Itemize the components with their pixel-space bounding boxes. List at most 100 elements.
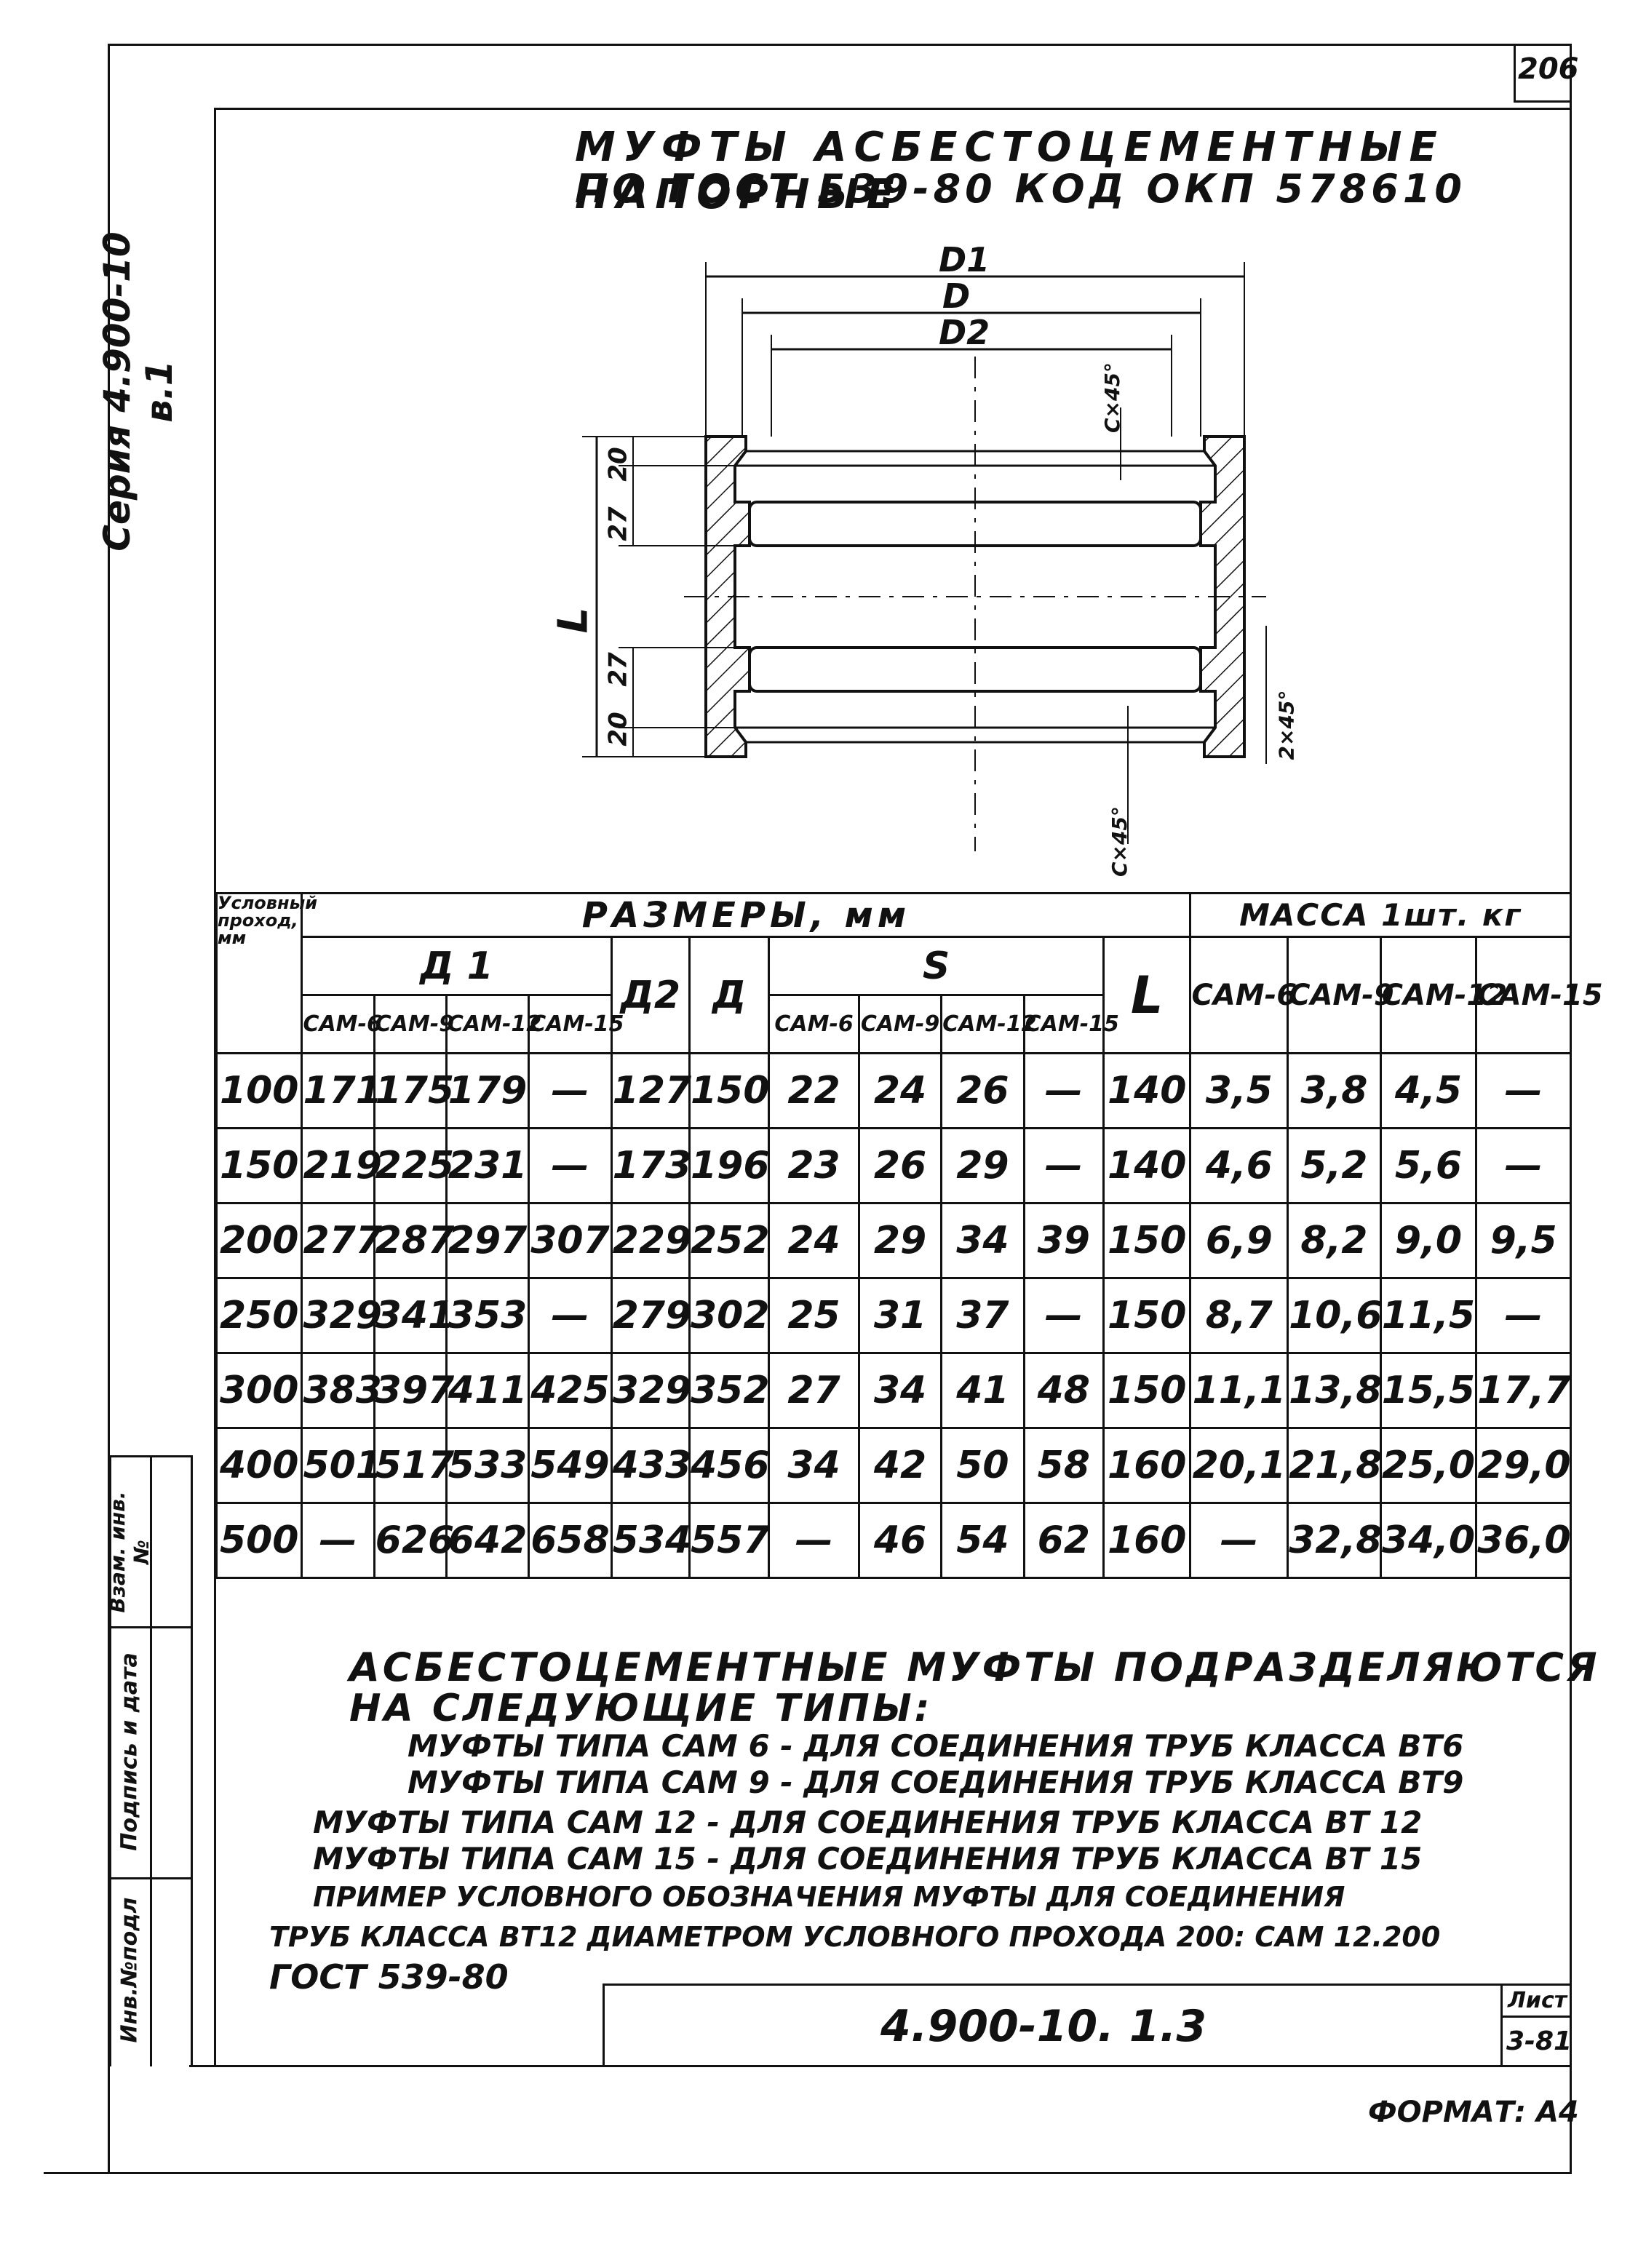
table-cell: 534 xyxy=(610,1502,691,1579)
table-cell: — xyxy=(1022,1277,1105,1354)
note-line-7: труб класса ВТ12 диаметром условного про… xyxy=(269,1921,1441,1953)
table-cell: — xyxy=(1189,1502,1289,1579)
side-stamp-div1 xyxy=(109,1455,193,1457)
table-cell: 150 xyxy=(688,1052,771,1129)
outer-frame-right xyxy=(1570,44,1572,2172)
table-cell: 173 xyxy=(610,1127,691,1204)
table-cell: 24 xyxy=(768,1202,860,1279)
note-line-8: ГОСТ 539-80 xyxy=(269,1957,509,1997)
table-cell: — xyxy=(1475,1127,1572,1204)
note-line-4: муфты типа САМ 12 - для соединения труб … xyxy=(313,1805,1423,1840)
mass-sub-1: САМ-9 xyxy=(1287,936,1394,1054)
dim-20b-label: 20 xyxy=(603,712,633,747)
table-cell: 140 xyxy=(1102,1127,1192,1204)
table-cell: — xyxy=(1475,1052,1572,1129)
coupling-drawing xyxy=(582,262,1267,851)
spec-table: Условный проход, мм РАЗМЕРЫ, мм МАССА 1ш… xyxy=(215,892,1603,1579)
header-nominal-text: Условный проход, мм xyxy=(218,893,318,948)
table-cell: 25 xyxy=(768,1277,860,1354)
table-cell: 3,5 xyxy=(1189,1052,1289,1129)
s-sub-1: САМ-9 xyxy=(857,994,943,1054)
table-cell: 411 xyxy=(445,1352,530,1429)
side-stamp-right xyxy=(191,1455,193,2066)
table-cell: 3,8 xyxy=(1287,1052,1382,1129)
d1-sub-1: САМ-9 xyxy=(373,994,454,1054)
series-label: Серия 4.900-10 в.1 xyxy=(96,231,180,552)
table-cell: 100 xyxy=(215,1052,303,1129)
table-cell: 34,0 xyxy=(1379,1502,1478,1579)
header-d: Д xyxy=(688,936,771,1054)
table-cell: 501 xyxy=(301,1427,382,1504)
table-cell: 353 xyxy=(445,1277,530,1354)
table-cell: 4,5 xyxy=(1379,1052,1478,1129)
side-stamp-mid xyxy=(150,1455,152,2066)
table-cell: 300 xyxy=(215,1352,303,1429)
table-cell: 352 xyxy=(688,1352,771,1429)
table-cell: 15,5 xyxy=(1379,1352,1478,1429)
dim-d-label: D xyxy=(942,276,971,316)
chamfer-bottom-label: C×45° xyxy=(1107,806,1132,877)
table-cell: 219 xyxy=(301,1127,382,1204)
table-cell: 456 xyxy=(688,1427,771,1504)
table-cell: 341 xyxy=(373,1277,454,1354)
side-stamp-div2 xyxy=(109,1626,193,1628)
table-cell: — xyxy=(768,1502,860,1579)
table-cell: 50 xyxy=(940,1427,1025,1504)
table-cell: 329 xyxy=(301,1277,382,1354)
header-mass: МАССА 1шт. кг xyxy=(1189,892,1572,938)
side-label-signature: Подпись и дата xyxy=(116,1652,143,1851)
title-line2: по ГОСТ 539-80 код ОКП 578610 xyxy=(575,166,1466,212)
header-s: S xyxy=(768,936,1105,996)
table-cell: 13,8 xyxy=(1287,1352,1382,1429)
table-cell: 5,2 xyxy=(1287,1127,1382,1204)
table-cell: 42 xyxy=(857,1427,943,1504)
header-l: L xyxy=(1102,936,1192,1054)
table-cell: 231 xyxy=(445,1127,530,1204)
table-cell: 32,8 xyxy=(1287,1502,1382,1579)
table-cell: 27 xyxy=(768,1352,860,1429)
stamp-sheet: 3-81 xyxy=(1506,2026,1573,2056)
table-cell: 48 xyxy=(1022,1352,1105,1429)
d1-sub-0: САМ-6 xyxy=(301,994,382,1054)
dim-20a-label: 20 xyxy=(603,447,633,482)
table-cell: 533 xyxy=(445,1427,530,1504)
table-cell: 26 xyxy=(940,1052,1025,1129)
s-sub-2: САМ-12 xyxy=(940,994,1037,1054)
table-cell: 200 xyxy=(215,1202,303,1279)
mass-sub-0: САМ-6 xyxy=(1189,936,1297,1054)
outer-frame-top xyxy=(109,44,1572,46)
page-number-box-bottom xyxy=(1514,100,1572,103)
table-cell: 500 xyxy=(215,1502,303,1579)
mass-sub-3: САМ-15 xyxy=(1475,936,1603,1054)
inner-frame-top xyxy=(215,108,1572,110)
d1-sub-3: САМ-15 xyxy=(528,994,624,1054)
table-cell: 433 xyxy=(610,1427,691,1504)
note-line-0: Асбестоцементные муфты подразделяются xyxy=(349,1644,1600,1690)
table-cell: 8,2 xyxy=(1287,1202,1382,1279)
mass-sub-2: САМ-12 xyxy=(1379,936,1507,1054)
table-cell: 250 xyxy=(215,1277,303,1354)
header-d2: Д2 xyxy=(610,936,691,1054)
s-sub-0: САМ-6 xyxy=(768,994,860,1054)
inner-frame-left xyxy=(214,108,216,2066)
table-cell: 160 xyxy=(1102,1427,1192,1504)
d1-sub-2: САМ-12 xyxy=(445,994,541,1054)
table-cell: 26 xyxy=(857,1127,943,1204)
table-cell: 383 xyxy=(301,1352,382,1429)
header-sizes: РАЗМЕРЫ, мм xyxy=(301,892,1192,938)
table-cell: 23 xyxy=(768,1127,860,1204)
table-cell: 279 xyxy=(610,1277,691,1354)
table-cell: 62 xyxy=(1022,1502,1105,1579)
table-cell: 5,6 xyxy=(1379,1127,1478,1204)
header-d1: Д 1 xyxy=(301,936,613,996)
stamp-sheet-div xyxy=(1500,2016,1572,2018)
table-cell: 36,0 xyxy=(1475,1502,1572,1579)
table-cell: — xyxy=(528,1127,613,1204)
stamp-left xyxy=(603,1983,605,2066)
table-cell: 225 xyxy=(373,1127,454,1204)
table-cell: 171 xyxy=(301,1052,382,1129)
